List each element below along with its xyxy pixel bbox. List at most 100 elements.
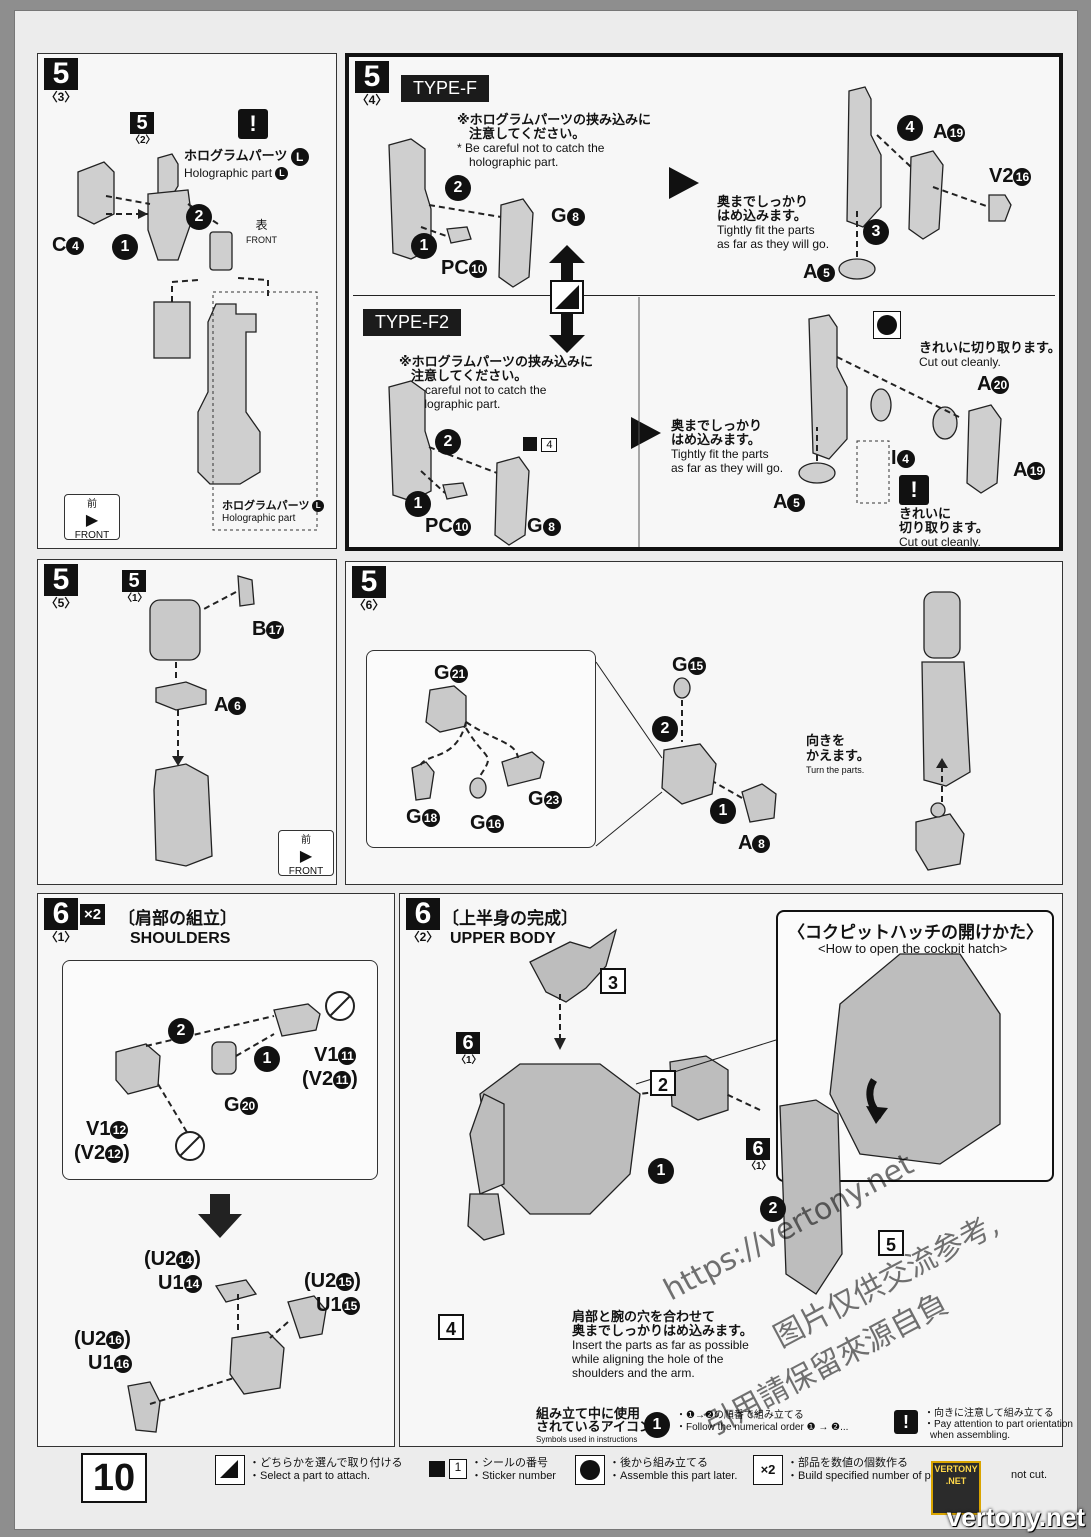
bottom-legend: ・どちらかを選んで取り付ける・Select a part to attach. … (215, 1451, 1047, 1495)
step1-badge: 1 (411, 233, 437, 259)
ref-step: 5 〈2〉 (130, 112, 156, 146)
brand-footer: vertony.net (946, 1502, 1085, 1532)
legend-title: 組み立て中に使用されているアイコン Symbols used in instru… (536, 1406, 652, 1444)
later-note: ・後から組み立てる・Assemble this part later. (609, 1457, 738, 1482)
instruction-sheet: 5 〈3〉 5 〈2〉 ! ホログラムパーツ L Holographic par… (14, 10, 1078, 1530)
shoulder-illustration (115, 991, 355, 1433)
panel-step-5-4: 5 〈4〉 TYPE-F TYPE-F2 ※ホログラムパーツの挟み込みに 注意し… (345, 53, 1063, 551)
hand-illustration (411, 591, 971, 871)
ref-step-6b: 6 〈1〉 (746, 1138, 772, 1172)
step2-badge: 2 (186, 204, 212, 230)
box-4: 4 (438, 1314, 464, 1340)
step-number: 6 〈2〉 (406, 897, 440, 944)
section-title-en: SHOULDERS (130, 930, 231, 947)
cut-note: きれいに切り取ります。Cut out cleanly. (919, 340, 1061, 370)
order-icon: 1 (644, 1412, 670, 1438)
insert-note: 肩部と腕の穴を合わせて奥までしっかりはめ込みます。 Insert the par… (572, 1309, 753, 1381)
sticker-icon (429, 1461, 445, 1477)
sticker-number-icon: 1 (449, 1459, 467, 1479)
select-icon (215, 1455, 245, 1485)
arm-part-illustration (77, 153, 318, 531)
ref-step: 5 〈1〉 (122, 570, 148, 604)
step4-badge: 4 (897, 115, 923, 141)
times-two-badge: ×2 (80, 904, 106, 925)
panel-step-5-6: 5 〈6〉 (345, 561, 1063, 885)
step2-badge: 2 (168, 1018, 194, 1044)
step-number: 6 〈1〉 (44, 897, 78, 944)
type-f-illustration (388, 86, 1012, 547)
front-badge: 前 ▶ FRONT (64, 494, 120, 541)
warning-icon: ! (899, 475, 929, 505)
order-note: ・❶→❷の順番で組み立てる・Follow the numerical order… (676, 1410, 849, 1433)
step2-badge: 2 (445, 175, 471, 201)
section-title-jp: 〔肩部の組立〕 (118, 909, 237, 928)
sticker-icon (523, 436, 537, 451)
notcut-note: not cut. (1011, 1469, 1048, 1481)
upper-body-illustration (467, 928, 1001, 1295)
section-title-en: UPPER BODY (450, 930, 556, 947)
holo-label: ホログラムパーツ L Holographic part L (184, 148, 309, 181)
step1-badge: 1 (112, 234, 138, 260)
step1-badge: 1 (648, 1158, 674, 1184)
later-icon (873, 311, 901, 339)
icon-legend-inline: 組み立て中に使用されているアイコン Symbols used in instru… (536, 1407, 1073, 1444)
cut-note-2: きれいに切り取ります。Cut out cleanly. (899, 506, 989, 550)
ref-step-6: 6 〈1〉 (456, 1032, 482, 1066)
orient-note: ・向きに注意して組み立てる・Pay attention to part orie… (924, 1408, 1073, 1441)
step3-badge: 3 (863, 219, 889, 245)
times-note: ・部品を数値の個数作る・Build specified number of pa… (787, 1457, 953, 1482)
panel-step-6-1: 6 〈1〉 ×2 〔肩部の組立〕 SHOULDERS (37, 893, 395, 1447)
step-number: 5 〈4〉 (355, 60, 389, 107)
forearm-illustration (149, 575, 255, 867)
box-2: 2 (650, 1070, 676, 1096)
orient-icon: ! (894, 1410, 918, 1434)
step2-badge: 2 (652, 716, 678, 742)
type-f-label: TYPE-F (401, 75, 490, 102)
step1-badge: 1 (254, 1046, 280, 1072)
type-f2-label: TYPE-F2 (363, 309, 462, 336)
step2-badge-f2: 2 (435, 429, 461, 455)
caution-bottom: ※ホログラムパーツの挟み込みに 注意してください。 * Be careful n… (399, 354, 593, 412)
section-title-jp: 〔上半身の完成〕 (442, 909, 578, 928)
holo-label-2: ホログラムパーツ L Holographic part (222, 500, 325, 525)
sticker-ref: 4 (523, 435, 558, 453)
box-5: 5 (878, 1230, 904, 1256)
hatch-title-en: <How to open the cockpit hatch> (818, 941, 1008, 956)
panel-step-6-2: 6 〈2〉 〔上半身の完成〕 UPPER BODY 〈コクピットハッチの開けかた… (399, 893, 1073, 1447)
caution-top: ※ホログラムパーツの挟み込みに 注意してください。 * Be careful n… (457, 112, 651, 170)
turn-note: 向きをかえます。 Turn the parts. (806, 733, 870, 775)
divider (353, 295, 1055, 296)
step2-badge: 2 (760, 1196, 786, 1222)
step-main: 5 (44, 58, 78, 90)
step-sub: 〈3〉 (45, 90, 77, 104)
hatch-title-jp: 〈コクピットハッチの開けかた〉 (788, 923, 1043, 942)
